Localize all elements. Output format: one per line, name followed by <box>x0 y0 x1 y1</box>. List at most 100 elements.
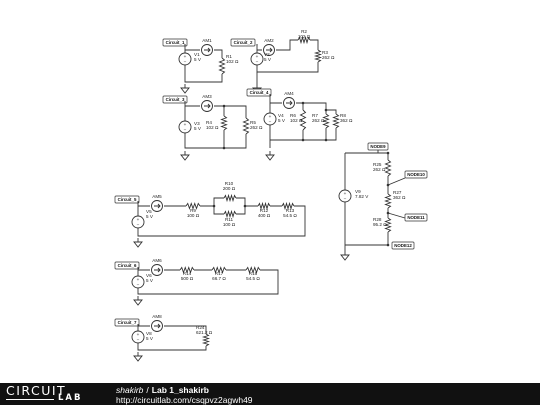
voltage-source-v4[interactable]: +−V45 V <box>263 112 286 126</box>
source-value: 5 V <box>194 126 202 131</box>
footer-bar: CIRCUIT LAB shakirb/Lab 1_shakirb http:/… <box>0 383 540 405</box>
net-label-text: Circuit_7 <box>118 320 137 325</box>
plus-sign: + <box>184 54 187 59</box>
resistor-value: 102 Ω <box>226 59 239 64</box>
junction-dot <box>324 138 328 142</box>
circuitlab-logo[interactable]: CIRCUIT LAB <box>6 384 106 404</box>
resistor-value: 262 Ω <box>312 118 325 123</box>
voltage-source-v9[interactable]: +−V97.82 V <box>338 189 369 203</box>
ammeter-am6[interactable]: AM6 <box>151 258 163 276</box>
source-name: V5 <box>146 209 152 214</box>
arrow-icon <box>154 267 161 273</box>
ammeter-am1[interactable]: AM1 <box>201 38 213 56</box>
circuit-4-tag[interactable]: Circuit_4 <box>246 88 272 97</box>
ammeter-am5[interactable]: AM5 <box>151 194 163 212</box>
voltage-source-v5[interactable]: +−V55 V <box>131 209 154 229</box>
source-value: 5 V <box>264 57 272 62</box>
net-label-text: Circuit_6 <box>118 263 137 268</box>
ground-symbol <box>133 352 143 362</box>
resistor-value: 102 Ω <box>298 34 311 39</box>
minus-sign: − <box>344 197 347 202</box>
source-value: 5 V <box>146 214 154 219</box>
net-label-text: NODE10 <box>407 172 425 177</box>
circuit-5-wire <box>137 197 306 237</box>
source-name: V8 <box>146 331 152 336</box>
ammeter-am4[interactable]: AM4 <box>283 91 295 109</box>
resistor-name: R2 <box>301 29 307 34</box>
resistor-value: 54.5 Ω <box>246 276 260 281</box>
junction-dot <box>386 183 390 187</box>
resistor-value: 362 Ω <box>340 118 353 123</box>
junction-dot <box>222 104 226 108</box>
node12-tag[interactable]: NODE12 <box>391 241 415 250</box>
resistor-name: R5 <box>250 120 256 125</box>
resistor-name: R14 <box>183 271 192 276</box>
source-name: V2 <box>264 52 270 57</box>
plus-sign: + <box>344 191 347 196</box>
ammeter-name: AM6 <box>152 258 162 263</box>
voltage-source-v2[interactable]: +−V25 V <box>250 52 272 66</box>
plus-sign: + <box>269 114 272 119</box>
resistor-value: 54.5 Ω <box>283 213 297 218</box>
circuit-url[interactable]: http://circuitlab.com/csqpvz2agwh49 <box>116 395 253 405</box>
node10-tag[interactable]: NODE10 <box>404 170 428 179</box>
ammeter-am2[interactable]: AM2 <box>263 38 275 56</box>
resistor-name: R18 <box>249 271 258 276</box>
source-value: 5 V <box>194 57 202 62</box>
circuit-5-tag[interactable]: Circuit_5 <box>114 195 140 204</box>
resistor-value: 66.7 Ω <box>212 276 226 281</box>
resistor-value: 95.2 Ω <box>373 222 387 227</box>
circuit-3-tag[interactable]: Circuit_3 <box>162 95 188 104</box>
ammeter-am8[interactable]: AM8 <box>151 314 163 332</box>
resistor-name: R25 <box>373 162 382 167</box>
circuit-6-wire <box>137 267 279 295</box>
node9-tag[interactable]: NODE9 <box>367 142 389 153</box>
junction-dot <box>212 204 216 208</box>
resistor-name: R28 <box>373 217 382 222</box>
author-link[interactable]: shakirb <box>116 385 144 395</box>
circuit-title: Lab 1_shakirb <box>151 385 209 395</box>
source-name: V3 <box>194 121 200 126</box>
resistor-value: 262 Ω <box>322 55 335 60</box>
resistor-value: 362 Ω <box>393 195 406 200</box>
ground-symbol <box>180 151 190 161</box>
circuit-7-tag[interactable]: Circuit_7 <box>114 318 140 327</box>
breadcrumb: shakirb/Lab 1_shakirb <box>116 385 209 395</box>
ammeter-am3[interactable]: AM3 <box>201 94 213 112</box>
circuit-6-tag[interactable]: Circuit_6 <box>114 261 140 270</box>
resistor-value: 100 Ω <box>187 213 200 218</box>
net-label-text: Circuit_1 <box>166 40 185 45</box>
voltage-source-v6[interactable]: +−V65 V <box>131 273 154 289</box>
node10-pointer <box>387 177 406 186</box>
voltage-source-v3[interactable]: +−V35 V <box>178 120 202 134</box>
ground-symbol <box>340 251 350 261</box>
ammeter-name: AM2 <box>264 38 274 43</box>
voltage-source-v8[interactable]: +−V85 V <box>131 330 154 344</box>
circuit-1-tag[interactable]: Circuit_1 <box>162 38 188 47</box>
circuit-2-tag[interactable]: Circuit_2 <box>230 38 258 47</box>
node11-tag[interactable]: NODE11 <box>404 213 428 222</box>
minus-sign: − <box>269 120 272 125</box>
voltage-source-v1[interactable]: +−V15 V <box>178 52 202 66</box>
